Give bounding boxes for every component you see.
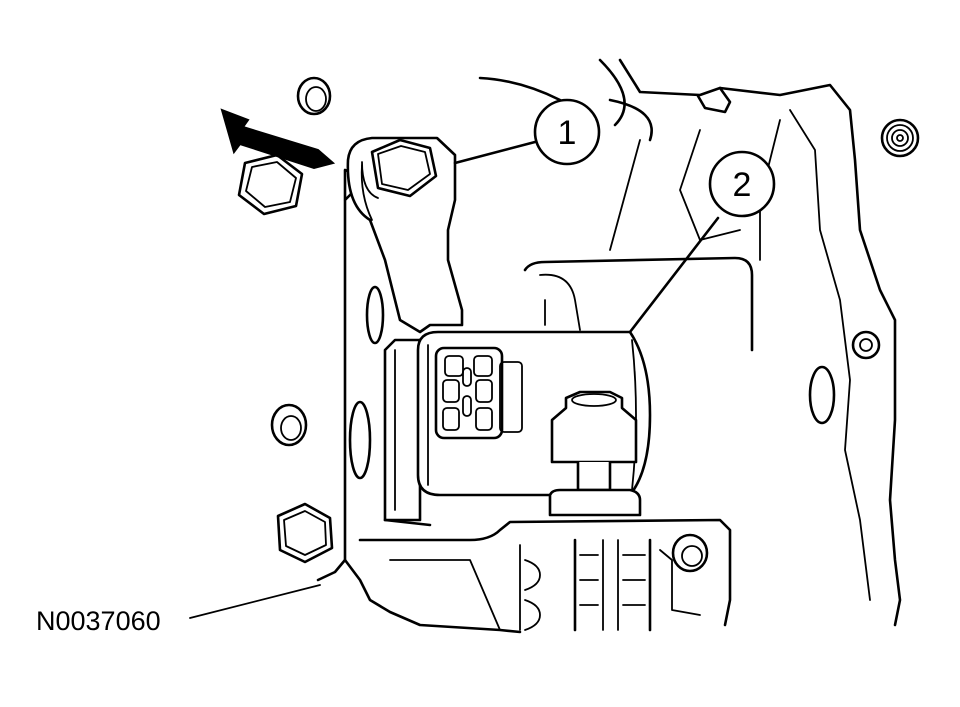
callout-2: 2: [708, 150, 776, 218]
svg-text:1: 1: [558, 114, 577, 152]
leader-line-figure-id: [189, 584, 321, 619]
threaded-stud: [880, 118, 920, 158]
svg-text:2: 2: [733, 166, 752, 204]
hex-bolt-lower: [276, 502, 334, 564]
hex-bolt-left: [237, 153, 304, 216]
mounting-bracket: [346, 136, 464, 334]
figure-id-label: N0037060: [36, 606, 161, 636]
leader-line-1: [453, 140, 537, 165]
shift-solenoid: [416, 330, 652, 517]
callout-1: 1: [533, 98, 601, 166]
bracket-bolt: [361, 138, 438, 199]
transmission-case: [316, 58, 902, 634]
solenoid-connector: [434, 346, 523, 440]
leader-line-2: [628, 216, 720, 334]
arrow-pointer-icon: [220, 108, 336, 170]
case-holes: [270, 76, 881, 573]
solenoid-plunger: [548, 390, 642, 517]
